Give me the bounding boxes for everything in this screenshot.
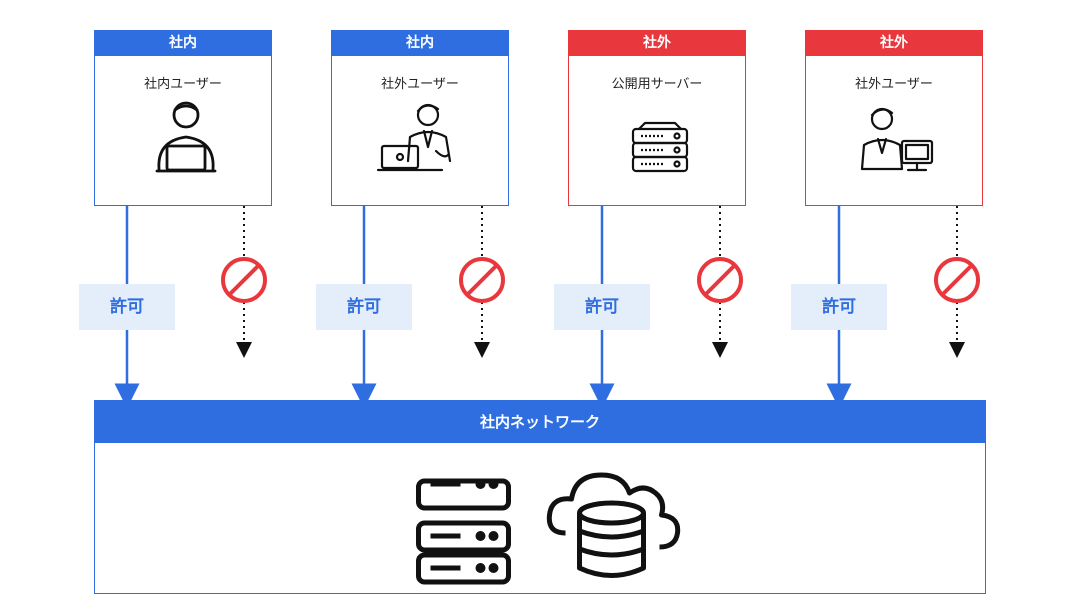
permit-label: 許可 [79,284,175,330]
permit-label: 許可 [554,284,650,330]
source-box-external-user: 社外 社外ユーザー [805,30,983,206]
laptop-user-icon [155,101,217,173]
network-title: 社内ネットワーク [95,401,985,443]
source-label: 社外ユーザー [381,77,459,92]
zone-tag: 社外 [569,31,745,56]
zone-tag: 社外 [806,31,982,56]
source-box-internal-user: 社内 社内ユーザー [94,30,272,206]
prohibited-icon [221,257,267,303]
network-icons [416,472,681,585]
source-label: 社内ユーザー [144,77,222,92]
zone-tag: 社内 [332,31,508,56]
internal-network-box: 社内ネットワーク [94,400,986,594]
server-rack-icon [416,478,511,585]
server-icon [631,121,689,173]
source-label: 公開用サーバー [611,77,703,92]
prohibited-icon [934,257,980,303]
user-monitor-icon [860,107,934,172]
zone-tag: 社内 [95,31,271,56]
permit-label: 許可 [791,284,887,330]
source-label: 社外ユーザー [855,77,933,92]
permit-label: 許可 [316,284,412,330]
cloud-database-icon [546,472,681,578]
prohibited-icon [459,257,505,303]
businessman-laptop-icon [376,103,452,172]
source-box-public-server: 社外 公開用サーバー [568,30,746,206]
prohibited-icon [697,257,743,303]
source-box-external-user-internal: 社内 社外ユーザー [331,30,509,206]
